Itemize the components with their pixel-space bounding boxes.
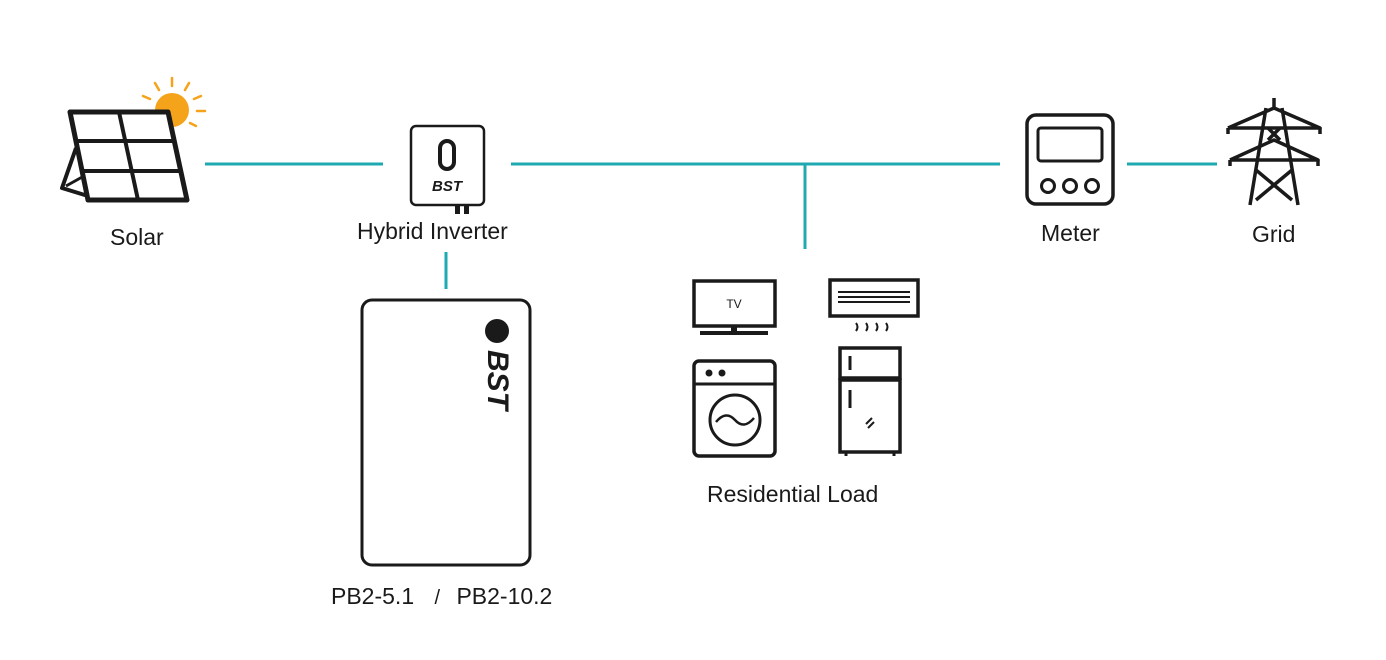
residential-load-label: Residential Load xyxy=(707,481,879,507)
solar-label: Solar xyxy=(110,224,164,250)
hybrid-inverter-label: Hybrid Inverter xyxy=(357,218,508,244)
solar-panel-icon xyxy=(60,76,207,203)
transmission-tower-icon xyxy=(1226,98,1322,206)
connector-lines xyxy=(205,162,1217,289)
battery-model-b: PB2-10.2 xyxy=(456,583,553,609)
hybrid-inverter-icon: BST xyxy=(409,124,486,214)
battery-icon: BST xyxy=(360,298,532,567)
inverter-brand-logo: BST xyxy=(432,178,464,195)
grid-label: Grid xyxy=(1252,221,1296,247)
tv-screen-label: TV xyxy=(726,297,741,311)
meter-label: Meter xyxy=(1041,220,1100,246)
battery-model-labels: PB2-5.1 / PB2-10.2 xyxy=(331,583,552,610)
battery-brand-logo: BST xyxy=(481,350,514,413)
battery-model-separator: / xyxy=(434,587,441,609)
battery-model-a: PB2-5.1 xyxy=(331,583,415,609)
tv-icon: TV xyxy=(692,279,777,335)
air-conditioner-icon xyxy=(828,278,920,332)
refrigerator-icon xyxy=(838,346,902,456)
washing-machine-icon xyxy=(692,359,777,458)
meter-icon xyxy=(1025,113,1115,206)
